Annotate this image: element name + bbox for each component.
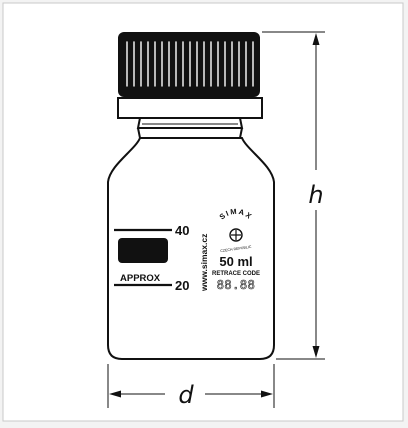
writing-patch — [118, 238, 168, 263]
logo-subtext: CZECH REPUBLIC — [220, 245, 252, 253]
bottle-body — [107, 137, 275, 360]
height-label: h — [308, 181, 323, 209]
bottle-cap — [117, 32, 263, 119]
graduation-label-lower: 20 — [175, 278, 189, 293]
graduation-label-upper: 40 — [175, 223, 189, 238]
retrace-code-value: 88.88 — [217, 278, 256, 292]
approx-label: APPROX — [120, 273, 161, 284]
diameter-label: d — [178, 381, 194, 409]
height-dimension — [262, 31, 325, 360]
website-label: www.simax.cz — [199, 234, 209, 292]
retrace-code-label: RETRACE CODE — [212, 271, 260, 277]
volume-label: 50 ml — [219, 254, 252, 269]
diameter-dimension — [107, 364, 275, 408]
logo-emblem-icon — [229, 228, 243, 242]
